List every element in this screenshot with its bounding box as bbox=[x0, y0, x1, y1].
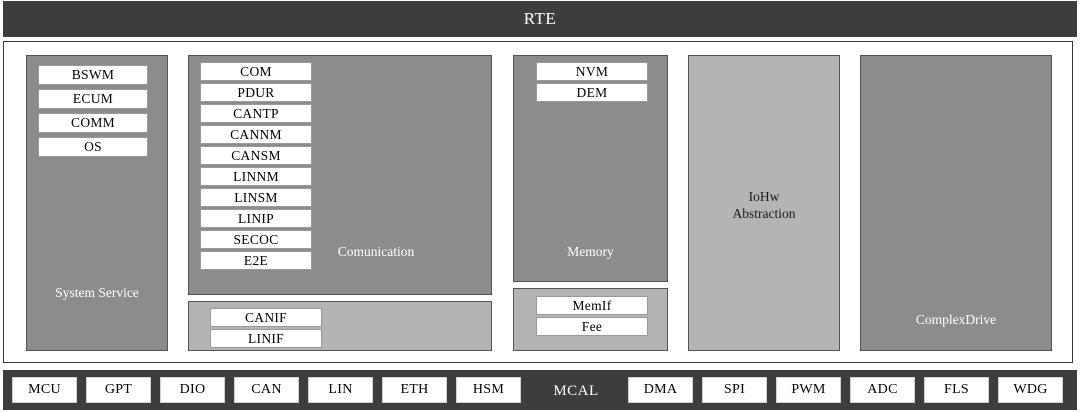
block-system-service: BSWM ECUM COMM OS System Service bbox=[26, 55, 168, 351]
mcal-driver-adc: ADC bbox=[850, 377, 915, 403]
mcal-driver-label: LIN bbox=[328, 382, 353, 397]
mcal-driver-eth: ETH bbox=[382, 377, 447, 403]
module-secoc: SECOC bbox=[200, 230, 312, 249]
module-e2e: E2E bbox=[200, 251, 312, 270]
module-linip: LINIP bbox=[200, 209, 312, 228]
mcal-driver-label: WDG bbox=[1013, 382, 1048, 397]
module-label: COMM bbox=[71, 115, 115, 130]
block-label-iohw-line1: IoHw bbox=[748, 189, 780, 204]
block-label-complex-drive: ComplexDrive bbox=[915, 312, 997, 327]
block-memory-interface: MemIf Fee bbox=[513, 288, 668, 351]
block-communication-interface: CANIF LINIF bbox=[188, 301, 492, 351]
mcal-title: MCAL bbox=[553, 382, 599, 399]
module-label: CANSM bbox=[231, 147, 281, 163]
module-linsm: LINSM bbox=[200, 188, 312, 207]
module-label: DEM bbox=[576, 84, 608, 100]
mcal-driver-gpt: GPT bbox=[86, 377, 151, 403]
mcal-driver-label: ETH bbox=[400, 382, 429, 397]
module-label: LINIP bbox=[238, 210, 274, 226]
rte-label: RTE bbox=[523, 9, 557, 28]
mcal-layer-bar: MCU GPT DIO CAN LIN ETH HSM MCAL DMA SPI… bbox=[3, 370, 1077, 410]
module-label: CANTP bbox=[233, 105, 279, 121]
module-label: LINSM bbox=[234, 189, 278, 205]
block-label-communication: Comunication bbox=[337, 244, 415, 259]
module-linnm: LINNM bbox=[200, 167, 312, 186]
mcal-driver-label: DMA bbox=[643, 382, 678, 397]
block-communication: COM PDUR CANTP CANNM CANSM LINNM LINSM L… bbox=[188, 55, 492, 295]
module-label: SECOC bbox=[233, 231, 279, 247]
mcal-driver-label: DIO bbox=[179, 382, 206, 397]
mcal-driver-label: FLS bbox=[943, 382, 970, 397]
module-label: COM bbox=[240, 63, 272, 79]
module-cansm: CANSM bbox=[200, 146, 312, 165]
mcal-driver-fls: FLS bbox=[924, 377, 989, 403]
block-complex-drive: ComplexDrive bbox=[860, 55, 1052, 351]
module-ecum: ECUM bbox=[38, 89, 148, 109]
module-dem: DEM bbox=[536, 83, 648, 102]
module-cantp: CANTP bbox=[200, 104, 312, 123]
module-label: E2E bbox=[243, 252, 269, 268]
mcal-driver-pwm: PWM bbox=[776, 377, 841, 403]
module-label: Fee bbox=[581, 318, 603, 334]
mcal-driver-dma: DMA bbox=[628, 377, 693, 403]
module-label: LINIF bbox=[248, 330, 284, 346]
block-label-memory: Memory bbox=[567, 244, 614, 259]
mcal-driver-label: SPI bbox=[723, 382, 746, 397]
block-label-iohw-line2: Abstraction bbox=[732, 205, 796, 221]
mcal-driver-hsm: HSM bbox=[456, 377, 521, 403]
mcal-driver-label: ADC bbox=[867, 382, 898, 397]
mcal-driver-label: CAN bbox=[251, 382, 282, 397]
bsw-layer-container: BSWM ECUM COMM OS System Service COM PDU… bbox=[3, 41, 1073, 363]
module-pdur: PDUR bbox=[200, 83, 312, 102]
mcal-driver-mcu: MCU bbox=[12, 377, 77, 403]
module-label: LINNM bbox=[233, 168, 279, 184]
block-memory: NVM DEM Memory bbox=[513, 55, 668, 282]
module-linif: LINIF bbox=[210, 329, 322, 348]
module-bswm: BSWM bbox=[38, 65, 148, 85]
module-label: PDUR bbox=[237, 84, 275, 100]
module-os: OS bbox=[38, 137, 148, 157]
module-fee: Fee bbox=[536, 317, 648, 336]
module-label: OS bbox=[84, 139, 102, 154]
mcal-driver-spi: SPI bbox=[702, 377, 767, 403]
mcal-driver-can: CAN bbox=[234, 377, 299, 403]
module-cannm: CANNM bbox=[200, 125, 312, 144]
module-com: COM bbox=[200, 62, 312, 81]
module-memif: MemIf bbox=[536, 296, 648, 315]
mcal-driver-label: GPT bbox=[104, 382, 133, 397]
module-label: CANNM bbox=[230, 126, 282, 142]
block-label-system-service: System Service bbox=[55, 285, 139, 300]
mcal-driver-wdg: WDG bbox=[998, 377, 1063, 403]
module-label: BSWM bbox=[71, 67, 115, 82]
block-iohw-abstraction: IoHw Abstraction bbox=[688, 55, 840, 351]
module-label: CANIF bbox=[244, 309, 287, 325]
module-comm: COMM bbox=[38, 113, 148, 133]
rte-layer-bar: RTE bbox=[3, 1, 1077, 37]
mcal-driver-lin: LIN bbox=[308, 377, 373, 403]
module-label: ECUM bbox=[72, 91, 114, 106]
module-label: NVM bbox=[575, 63, 609, 79]
mcal-driver-label: PWM bbox=[791, 382, 826, 397]
module-label: MemIf bbox=[572, 297, 612, 313]
mcal-driver-dio: DIO bbox=[160, 377, 225, 403]
module-canif: CANIF bbox=[210, 308, 322, 327]
module-nvm: NVM bbox=[536, 62, 648, 81]
mcal-driver-label: MCU bbox=[28, 382, 61, 397]
mcal-driver-label: HSM bbox=[472, 382, 505, 397]
